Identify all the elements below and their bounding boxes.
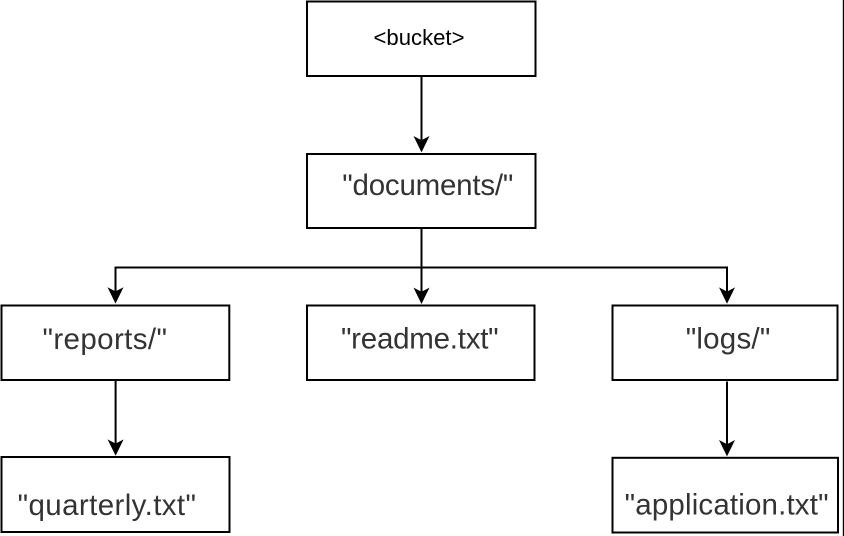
svg-text:"application.txt": "application.txt" [625,489,829,522]
svg-text:"reports/": "reports/" [42,323,167,356]
svg-text:<bucket>: <bucket> [374,25,465,50]
svg-text:"quarterly.txt": "quarterly.txt" [18,489,196,522]
svg-text:"readme.txt": "readme.txt" [341,323,499,356]
svg-text:"logs/": "logs/" [686,323,771,356]
svg-text:"documents/": "documents/" [342,169,513,202]
